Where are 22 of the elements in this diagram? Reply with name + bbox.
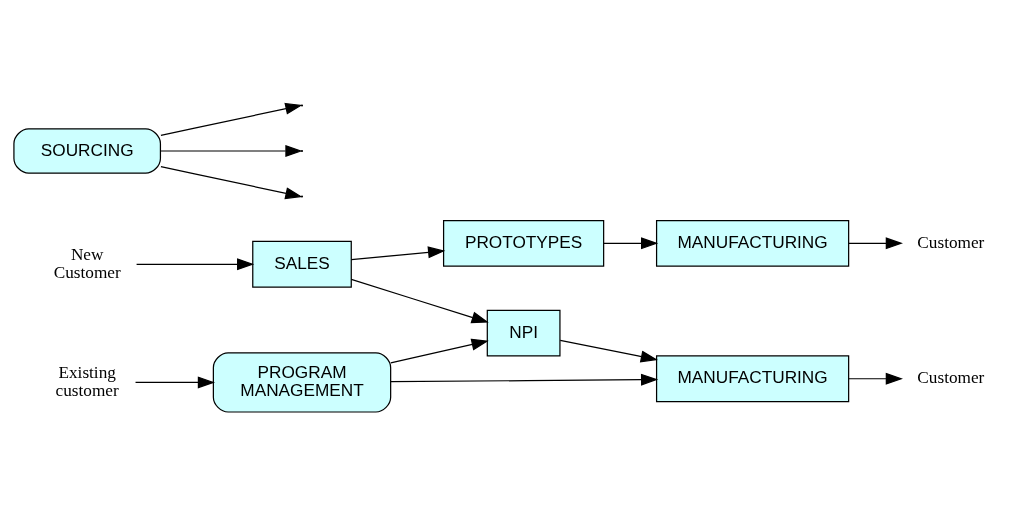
- arrow: [135, 257, 254, 270]
- node-text: New Customer: [53, 244, 121, 282]
- arrow: [350, 245, 445, 260]
- arrow: [350, 278, 489, 323]
- arrow: [602, 236, 658, 249]
- node-box: MANUFACTURING: [655, 354, 849, 402]
- node-box: PROGRAM MANAGEMENT: [212, 351, 391, 413]
- arrow: [389, 373, 658, 386]
- arrow: [847, 372, 903, 385]
- node-box: SOURCING: [12, 127, 161, 174]
- node-text: Customer: [916, 367, 984, 387]
- node-box: PROTOTYPES: [442, 219, 604, 267]
- node-box: SALES: [251, 240, 352, 288]
- arrow: [134, 375, 215, 388]
- arrow: [847, 236, 903, 249]
- arrow: [389, 338, 489, 363]
- node-text: Customer: [916, 232, 984, 252]
- node-box: NPI: [486, 309, 561, 357]
- arrow: [159, 144, 303, 157]
- node-text: Existing customer: [55, 362, 119, 400]
- node-box: MANUFACTURING: [655, 219, 849, 267]
- arrow: [559, 339, 658, 362]
